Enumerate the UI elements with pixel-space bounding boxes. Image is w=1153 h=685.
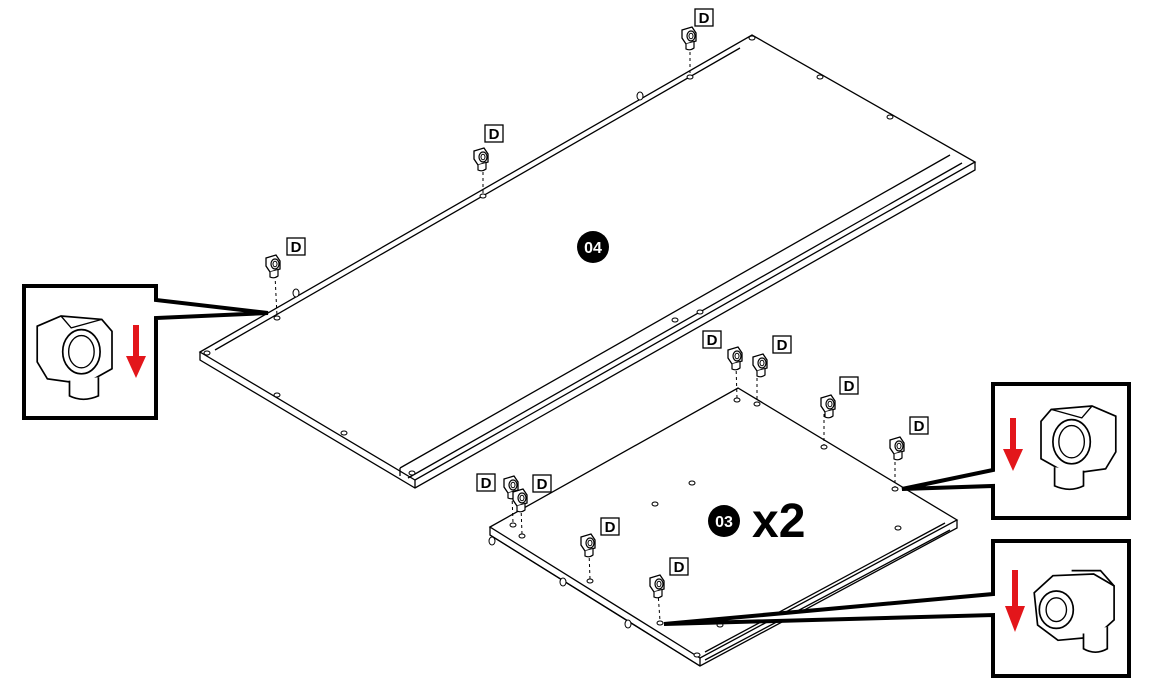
part-label-box: D <box>839 376 859 395</box>
callout-left <box>22 284 269 420</box>
panel-04-holes <box>203 35 894 476</box>
part-label-box: D <box>476 473 496 492</box>
panel-03-number: 03 <box>715 514 733 531</box>
part-label-box: D <box>532 474 552 493</box>
part-label-box: D <box>669 557 689 576</box>
callout-right-top <box>901 382 1131 520</box>
part-labels: D D D D D D D D <box>286 8 929 576</box>
cam-fitting-icon <box>265 254 281 279</box>
part-label-box: D <box>694 8 714 27</box>
insertion-guides <box>274 46 896 622</box>
part-label-text: D <box>537 476 548 493</box>
part-label-box: D <box>286 237 306 256</box>
callout-right-bottom <box>663 539 1131 678</box>
part-label-text: D <box>674 559 685 576</box>
part-label-box: D <box>484 124 504 143</box>
insert-down-arrow-icon <box>1005 570 1025 632</box>
panel-03-badge: 03 <box>708 505 740 537</box>
part-label-text: D <box>707 332 718 349</box>
cam-fitting-icon <box>889 436 905 461</box>
cam-fitting-icon <box>473 147 489 172</box>
panel-03-quantity: x2 <box>752 495 805 548</box>
cam-fitting-icon <box>752 353 768 378</box>
part-label-box: D <box>600 517 620 536</box>
part-label-text: D <box>291 239 302 256</box>
insert-down-arrow-icon <box>126 325 146 378</box>
cam-fitting-icon <box>681 26 697 51</box>
part-label-box: D <box>772 335 792 354</box>
part-label-text: D <box>777 337 788 354</box>
panel-04-badge: 04 <box>577 231 609 263</box>
panel-04-number: 04 <box>584 240 602 257</box>
part-label-text: D <box>481 475 492 492</box>
insert-down-arrow-icon <box>1003 418 1023 471</box>
cam-fitting-icon <box>512 488 528 513</box>
part-label-text: D <box>489 126 500 143</box>
part-label-box: D <box>909 416 929 435</box>
part-label-text: D <box>844 378 855 395</box>
part-label-text: D <box>605 519 616 536</box>
cam-fitting-icon <box>820 394 836 419</box>
part-label-text: D <box>914 418 925 435</box>
part-label-text: D <box>699 10 710 27</box>
cam-fitting-icon <box>1033 569 1115 654</box>
cam-fitting-icon <box>727 346 743 371</box>
part-label-box: D <box>702 330 722 349</box>
